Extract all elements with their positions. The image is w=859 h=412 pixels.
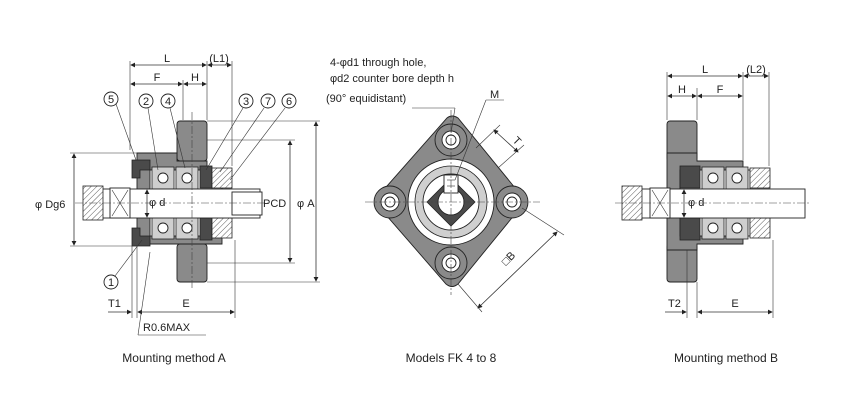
balloon-label-3: 3 [243, 96, 249, 108]
balloon-4 [160, 93, 186, 169]
label-Dg6: φ Dg6 [35, 199, 65, 211]
label-E: E [182, 298, 189, 310]
ball-upper-2 [181, 172, 193, 184]
collar-b-lower [679, 217, 701, 241]
balloon-label-7: 7 [265, 96, 271, 108]
label-A: φ A [297, 198, 315, 210]
note-leader [450, 107, 456, 134]
ext-line [475, 124, 501, 149]
dim-line-T [493, 129, 519, 153]
dim-line-B [477, 231, 558, 309]
r-leader [137, 251, 151, 336]
locknut-lower [211, 217, 233, 239]
ball-upper-1 [157, 172, 169, 184]
label-L-b: L [702, 64, 708, 76]
label-H-b: H [678, 84, 686, 96]
label-R: R0.6MAX [143, 322, 191, 334]
label-L: L [164, 53, 170, 65]
seal-upper [131, 159, 151, 179]
collar-upper [199, 165, 213, 189]
note-line-2: φd2 counter bore depth h [330, 73, 454, 85]
caption-models: Models FK 4 to 8 [406, 351, 497, 365]
ext-line [521, 207, 565, 236]
method-b-drawing [615, 72, 810, 318]
caption-method-a: Mounting method A [122, 351, 225, 365]
ext-line [497, 144, 525, 169]
collar-lower [199, 217, 213, 241]
balloon-label-5: 5 [108, 94, 114, 106]
ball-b-upper-2 [731, 172, 743, 184]
locknut-b-lower [749, 217, 771, 239]
locknut-upper [211, 167, 233, 189]
ball-b-lower-1 [707, 222, 719, 234]
ball-lower-1 [157, 222, 169, 234]
label-PCD: PCD [263, 198, 286, 210]
balloon-label-6: 6 [286, 96, 292, 108]
models-front-view [365, 99, 565, 313]
shaft-end [231, 191, 263, 216]
balloon-7 [219, 93, 276, 173]
balloon-6 [229, 93, 297, 181]
ball-b-upper-1 [707, 172, 719, 184]
balloon-5 [103, 91, 137, 161]
collar-b-upper [679, 165, 701, 189]
label-d-b: φ d [688, 197, 704, 209]
label-d: φ d [149, 197, 165, 209]
note-line-1: 4-φd1 through hole, [330, 57, 426, 69]
label-L1: (L1) [209, 53, 229, 65]
balloon-1 [103, 239, 143, 290]
locknut-b-upper [749, 167, 771, 189]
balloon-2 [138, 93, 159, 171]
label-T2: T2 [668, 298, 681, 310]
balloon-label-1: 1 [108, 277, 114, 289]
ball-lower-2 [181, 222, 193, 234]
ball-b-lower-2 [731, 222, 743, 234]
label-T1: T1 [108, 298, 121, 310]
balloon-label-4: 4 [165, 96, 171, 108]
label-H: H [191, 72, 199, 84]
label-B: □B [500, 250, 518, 268]
label-F: F [154, 72, 161, 84]
note-line-3: (90° equidistant) [326, 93, 406, 105]
label-E-b: E [731, 298, 738, 310]
label-L2: (L2) [746, 64, 766, 76]
method-a-drawing [70, 61, 320, 336]
caption-method-b: Mounting method B [674, 351, 778, 365]
balloon-3 [205, 93, 254, 171]
m-leader [454, 99, 487, 181]
label-F-b: F [717, 84, 724, 96]
label-M: M [490, 89, 499, 101]
balloon-label-2: 2 [143, 96, 149, 108]
